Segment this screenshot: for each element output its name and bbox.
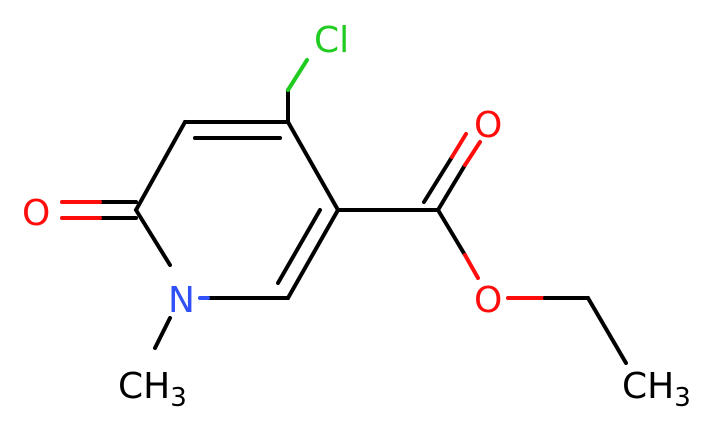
bond-c4-c5 [286,120,340,212]
bond-c5-c6 [286,208,340,300]
n-methyl-text: CH [118,366,170,407]
chlorine-label: Cl [314,20,349,61]
bond-n-c2 [134,208,172,267]
bond-c2-c3 [134,120,187,212]
n-methyl-subscript: 3 [170,383,187,413]
bond-c5-c6-inner [276,208,322,285]
n-methyl-label: CH3 [118,366,187,413]
nitrogen-label: N [168,280,195,321]
bond-ccarb-o-2-red [450,132,468,159]
bond-n-methyl [153,316,172,350]
ethyl-methyl-label: CH3 [622,366,691,413]
bond-ccarb-o-1-red [463,140,482,167]
bond-ccarb-o-1 [436,163,467,212]
ester-oxygen-label: O [474,280,502,321]
ethyl-methyl-subscript: 3 [674,383,691,413]
ester-carbonyl-oxygen-label: O [474,105,502,146]
bond-c4-cl-green [286,58,309,92]
ethyl-methyl-text: CH [622,366,674,407]
bond-ch2-ch3 [586,296,628,365]
bond-ccarb-oester [436,208,467,257]
ring-carbonyl-oxygen-label: O [22,193,50,234]
bond-ccarb-oester-red [463,253,480,280]
bond-ccarb-o-2 [422,155,454,204]
